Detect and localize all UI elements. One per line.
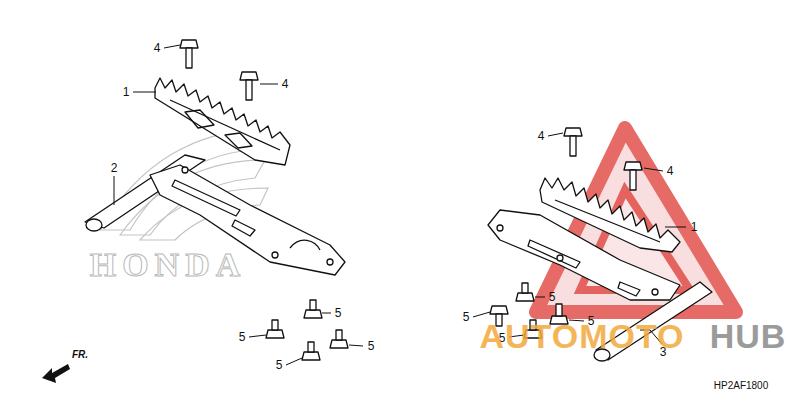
step-peg-left <box>155 78 290 165</box>
callout-number: 5 <box>276 359 283 371</box>
callout-number: 1 <box>691 221 698 233</box>
bolt <box>180 40 258 100</box>
bolt <box>564 128 642 190</box>
callout-number: 5 <box>368 340 375 352</box>
leader-line <box>114 45 686 365</box>
site-watermark: AUTOMOTO <box>479 319 684 353</box>
bolt <box>266 300 348 360</box>
callout-number: 4 <box>282 78 289 90</box>
front-indicator: FR. <box>72 350 88 360</box>
callout-number: 5 <box>335 307 342 319</box>
diagram-code: HP2AF1800 <box>714 381 768 391</box>
callout-number: 4 <box>538 130 545 142</box>
honda-watermark: HONDA <box>90 248 247 282</box>
front-arrow <box>42 364 70 383</box>
step-peg-right <box>540 178 680 252</box>
callout-number: 2 <box>111 162 118 174</box>
callout-number: 5 <box>463 311 470 323</box>
callout-number: 1 <box>123 86 130 98</box>
callout-number: 4 <box>154 42 161 54</box>
callout-number: 5 <box>239 331 246 343</box>
site-watermark: HUB <box>710 319 787 353</box>
callout-number: 4 <box>667 165 674 177</box>
callout-number: 5 <box>549 291 556 303</box>
